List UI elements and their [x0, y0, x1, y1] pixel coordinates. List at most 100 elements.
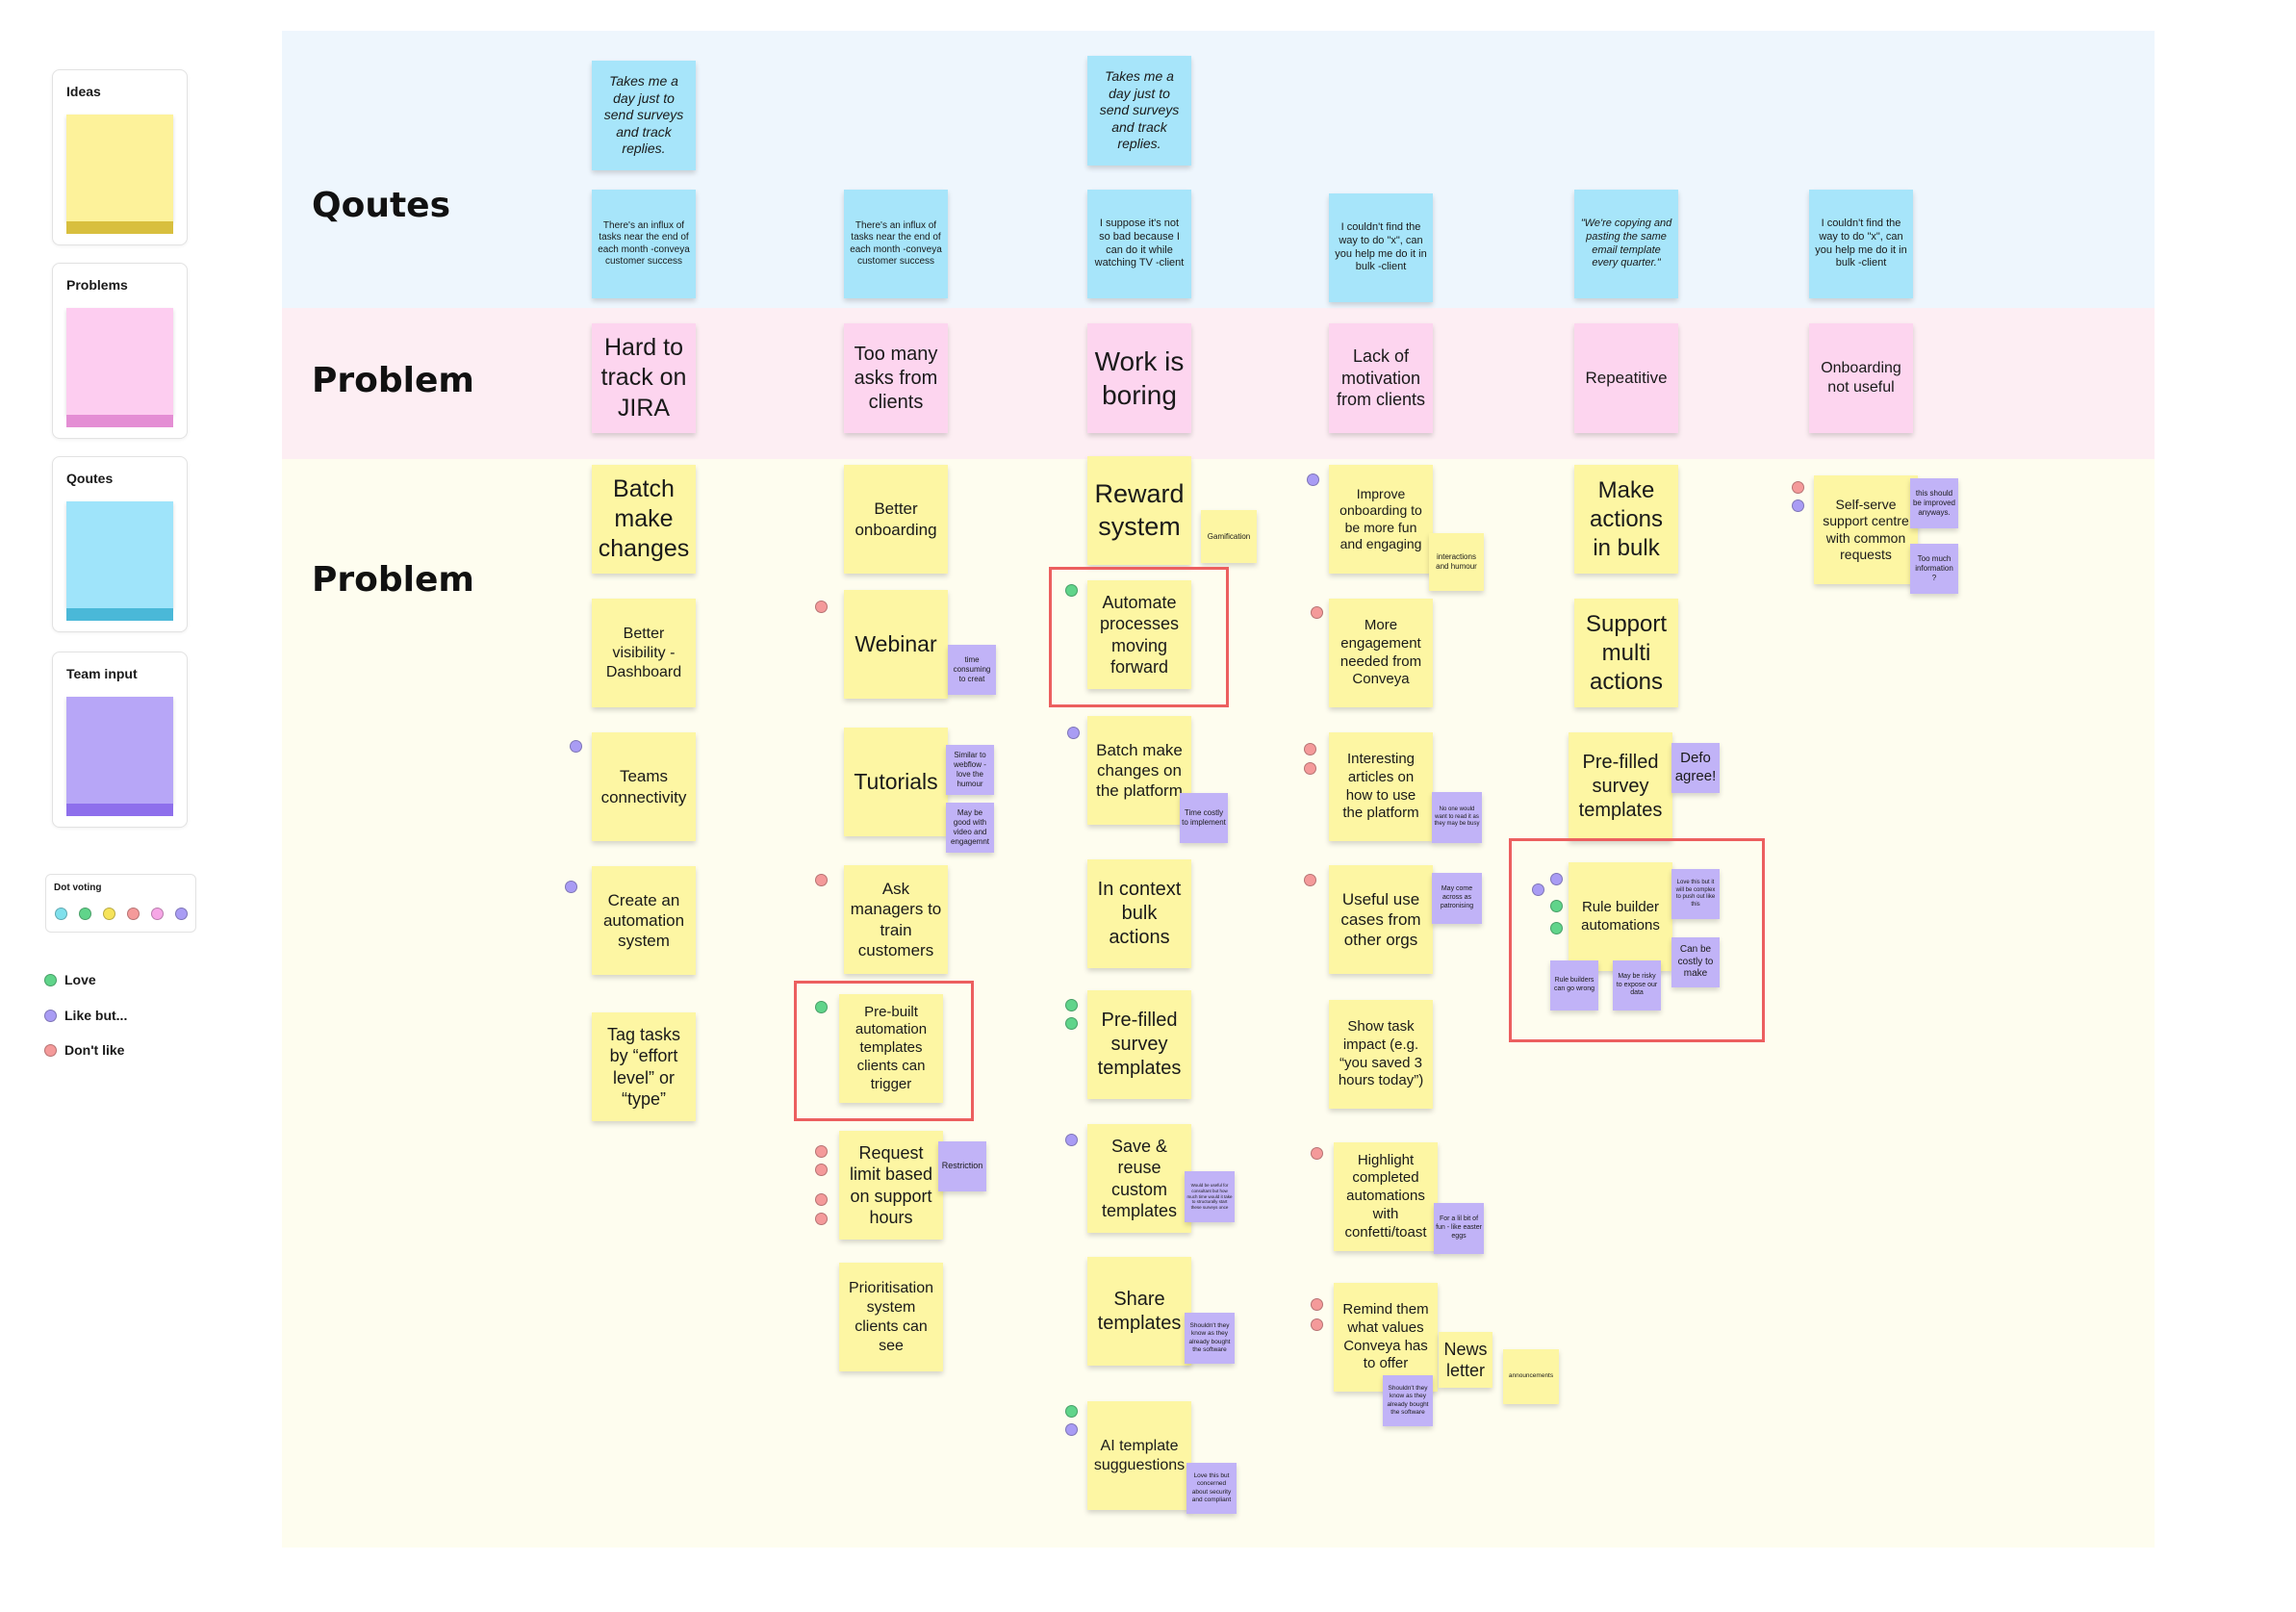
vote-dot-red[interactable] — [127, 908, 140, 920]
vote-dot-love[interactable] — [1550, 900, 1563, 912]
vote-dot-dont-like[interactable] — [815, 1213, 828, 1225]
vote-dot-dont-like[interactable] — [1304, 762, 1316, 775]
team-input-sticky[interactable]: Rule builders can go wrong — [1550, 960, 1598, 1011]
vote-dot-like-but[interactable] — [565, 881, 577, 893]
vote-dot-dont-like[interactable] — [1311, 606, 1323, 619]
team-input-sticky[interactable]: Shouldn't they know as they already boug… — [1185, 1313, 1235, 1364]
idea-sticky[interactable]: Better onboarding — [844, 465, 948, 574]
vote-dot-like-but[interactable] — [1550, 873, 1563, 885]
problem-sticky[interactable]: Repeatitive — [1574, 323, 1678, 433]
idea-sticky-small[interactable]: interactions and humour — [1429, 533, 1484, 591]
vote-dot-like-but[interactable] — [1065, 1423, 1078, 1436]
vote-dot-like-but[interactable] — [570, 740, 582, 753]
idea-sticky[interactable]: Pre-filled survey templates — [1087, 990, 1191, 1099]
idea-sticky-small[interactable]: announcements — [1503, 1349, 1559, 1404]
idea-sticky[interactable]: Interesting articles on how to use the p… — [1329, 732, 1433, 841]
idea-sticky-small[interactable]: Gamification — [1201, 510, 1257, 563]
quote-sticky[interactable]: There's an influx of tasks near the end … — [592, 190, 696, 298]
idea-sticky[interactable]: Tag tasks by “effort level” or “type” — [592, 1012, 696, 1121]
idea-sticky[interactable]: Pre-built automation templates clients c… — [839, 994, 943, 1103]
idea-sticky[interactable]: Reward system — [1087, 456, 1191, 565]
problem-sticky[interactable]: Work is boring — [1087, 323, 1191, 433]
vote-dot-dont-like[interactable] — [1304, 874, 1316, 886]
vote-dot-like-but[interactable] — [1532, 883, 1544, 896]
quote-sticky[interactable]: I suppose it's not so bad because I can … — [1087, 190, 1191, 298]
idea-sticky[interactable]: Batch make changes — [592, 465, 696, 574]
team-input-sticky[interactable]: Time costly to implement — [1180, 793, 1228, 843]
vote-dot-love[interactable] — [1065, 584, 1078, 597]
vote-dot-dont-like[interactable] — [1311, 1147, 1323, 1160]
idea-sticky[interactable]: Share templates — [1087, 1257, 1191, 1366]
team-input-sticky[interactable]: Restriction — [938, 1141, 986, 1191]
quote-sticky[interactable]: Takes me a day just to send surveys and … — [592, 61, 696, 170]
idea-sticky[interactable]: Save & reuse custom templates — [1087, 1124, 1191, 1233]
idea-sticky[interactable]: Webinar — [844, 590, 948, 699]
idea-sticky[interactable]: Useful use cases from other orgs — [1329, 865, 1433, 974]
idea-sticky[interactable]: Make actions in bulk — [1574, 465, 1678, 574]
idea-sticky[interactable]: Improve onboarding to be more fun and en… — [1329, 465, 1433, 574]
team-input-sticky[interactable]: Can be costly to make — [1671, 937, 1720, 987]
quote-sticky[interactable]: Takes me a day just to send surveys and … — [1087, 56, 1191, 166]
team-input-sticky[interactable]: Love this but it will be complex to push… — [1671, 869, 1720, 919]
vote-dot-dont-like[interactable] — [815, 1145, 828, 1158]
vote-dot-love[interactable] — [1065, 1017, 1078, 1030]
vote-dot-love[interactable] — [815, 1001, 828, 1013]
legend-card-quotes[interactable]: Qoutes — [52, 456, 188, 632]
vote-dot-like-but[interactable] — [1065, 1134, 1078, 1146]
team-input-sticky[interactable]: No one would want to read it as they may… — [1432, 792, 1482, 843]
team-input-sticky[interactable]: Shouldn't they know as they already boug… — [1383, 1375, 1433, 1426]
idea-sticky[interactable]: Prioritisation system clients can see — [839, 1263, 943, 1371]
vote-dot-dont-like[interactable] — [815, 601, 828, 613]
idea-sticky[interactable]: Support multi actions — [1574, 599, 1678, 707]
idea-sticky[interactable]: Pre-filled survey templates — [1569, 732, 1672, 841]
vote-dot-dont-like[interactable] — [1311, 1298, 1323, 1311]
quote-sticky[interactable]: I couldn't find the way to do "x", can y… — [1809, 190, 1913, 298]
vote-dot-dont-like[interactable] — [1311, 1318, 1323, 1331]
team-input-sticky[interactable]: time consuming to creat — [948, 645, 996, 695]
dot-voting-panel[interactable]: Dot voting — [45, 874, 196, 933]
quote-sticky[interactable]: "We're copying and pasting the same emai… — [1574, 190, 1678, 298]
vote-dot-like-but[interactable] — [1067, 727, 1080, 739]
vote-dot-purple[interactable] — [175, 908, 188, 920]
idea-sticky[interactable]: Teams connectivity — [592, 732, 696, 841]
idea-sticky[interactable]: Request limit based on support hours — [839, 1131, 943, 1240]
vote-dot-like-but[interactable] — [1307, 473, 1319, 486]
vote-dot-cyan[interactable] — [55, 908, 67, 920]
vote-dot-love[interactable] — [1065, 999, 1078, 1011]
idea-sticky[interactable]: Rule builder automations — [1569, 862, 1672, 971]
team-input-sticky[interactable]: this should be improved anyways. — [1910, 478, 1958, 528]
idea-sticky[interactable]: Automate processes moving forward — [1087, 580, 1191, 689]
idea-sticky[interactable]: Ask managers to train customers — [844, 865, 948, 974]
vote-dot-pink[interactable] — [151, 908, 164, 920]
vote-dot-yellow[interactable] — [103, 908, 115, 920]
vote-dot-dont-like[interactable] — [815, 1193, 828, 1206]
team-input-sticky[interactable]: Defo agree! — [1671, 743, 1720, 793]
quote-sticky[interactable]: I couldn't find the way to do "x", can y… — [1329, 193, 1433, 302]
idea-sticky[interactable]: Better visibility - Dashboard — [592, 599, 696, 707]
quote-sticky[interactable]: There's an influx of tasks near the end … — [844, 190, 948, 298]
team-input-sticky[interactable]: Too much information ? — [1910, 544, 1958, 594]
team-input-sticky[interactable]: Would be useful for consultant but how m… — [1185, 1171, 1235, 1222]
vote-dot-love[interactable] — [1550, 922, 1563, 934]
legend-card-ideas[interactable]: Ideas — [52, 69, 188, 245]
team-input-sticky[interactable]: May be good with video and engagemnt — [946, 803, 994, 853]
idea-sticky[interactable]: In context bulk actions — [1087, 859, 1191, 968]
vote-dot-dont-like[interactable] — [815, 1164, 828, 1176]
idea-sticky[interactable]: Show task impact (e.g. “you saved 3 hour… — [1329, 1000, 1433, 1109]
team-input-sticky[interactable]: Similar to webflow - love the humour — [946, 745, 994, 795]
idea-sticky[interactable]: AI template sugguestions — [1087, 1401, 1191, 1510]
team-input-sticky[interactable]: Love this but concerned about security a… — [1186, 1463, 1237, 1514]
idea-sticky[interactable]: More engagement needed from Conveya — [1329, 599, 1433, 707]
vote-dot-like-but[interactable] — [1792, 499, 1804, 512]
vote-dot-love[interactable] — [1065, 1405, 1078, 1418]
idea-sticky[interactable]: Remind them what values Conveya has to o… — [1334, 1283, 1438, 1392]
idea-sticky[interactable]: Highlight completed automations with con… — [1334, 1142, 1438, 1251]
idea-sticky[interactable]: Batch make changes on the platform — [1087, 716, 1191, 825]
vote-dot-dont-like[interactable] — [815, 874, 828, 886]
problem-sticky[interactable]: Too many asks from clients — [844, 323, 948, 433]
vote-dot-green[interactable] — [79, 908, 91, 920]
vote-dot-dont-like[interactable] — [1792, 481, 1804, 494]
idea-sticky[interactable]: Create an automation system — [592, 866, 696, 975]
team-input-sticky[interactable]: May come across as patronising — [1432, 873, 1482, 924]
problem-sticky[interactable]: Onboarding not useful — [1809, 323, 1913, 433]
